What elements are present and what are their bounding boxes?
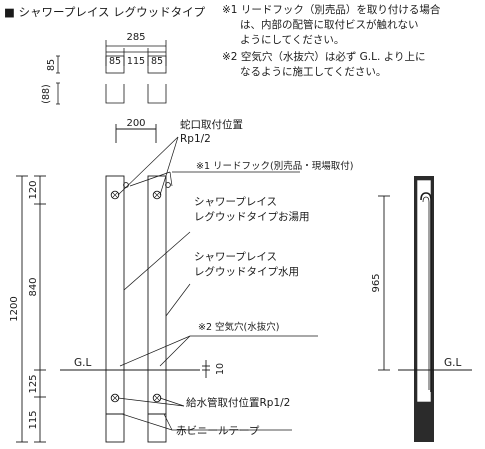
label-faucet-position: 蛇口取付位置 (180, 118, 243, 131)
dim-segment-ground: 125 (28, 374, 39, 393)
dim-total-height: 1200 (9, 296, 20, 321)
dim-segment-top: 120 (28, 180, 39, 199)
side-internal-pipe (420, 192, 432, 392)
faucet-hole-cold (152, 190, 162, 200)
lead-hook-cold (165, 182, 171, 188)
front-view (16, 124, 318, 443)
label-supply-pipe: 給水管取付位置Rp1/2 (186, 396, 290, 409)
dim-post-spacing: 200 (126, 118, 145, 129)
front-post-cold (147, 175, 167, 443)
label-ground-line-right: G.L (444, 357, 461, 369)
label-red-tape: 赤ビニールテープ (176, 425, 260, 437)
dim-side-height: 965 (371, 273, 382, 292)
note-1-line-3: ようにしてください。 (240, 34, 344, 46)
label-faucet-thread: Rp1/2 (180, 133, 211, 145)
dim-segment-middle: 840 (28, 277, 39, 296)
dim-depth: 85 (46, 59, 57, 71)
dim-air-hole-offset: 10 (215, 363, 226, 375)
dim-total-width: 285 (126, 32, 145, 43)
label-lead-hook: ※1 リードフック(別売品・現場取付) (196, 160, 353, 172)
label-cold-line-2: レグウッドタイプ水用 (194, 265, 299, 278)
plan-view (56, 40, 167, 105)
dim-width-middle: 115 (127, 56, 145, 67)
front-post-hot (105, 175, 125, 443)
note-1-line-2: は、内部の配管に取付ビスが触れない (240, 18, 419, 31)
dim-width-left: 85 (109, 56, 121, 67)
label-ground-line-left: G.L (74, 357, 91, 369)
dim-gap: (88) (41, 84, 52, 104)
plan-post-right (147, 55, 167, 74)
label-air-hole: ※2 空気穴(水抜穴) (198, 321, 279, 333)
faucet-hole-hot (110, 190, 120, 200)
note-1-line-1: ※1 リードフック（別売品）を取り付ける場合 (222, 3, 441, 16)
dim-segment-bottom: 115 (28, 410, 39, 429)
label-hot-line-1: シャワープレイス (194, 196, 277, 208)
note-2-line-1: ※2 空気穴（水抜穴）は必ず G.L. より上に (222, 50, 425, 63)
label-hot-line-2: レグウッドタイプお湯用 (194, 210, 310, 223)
dim-width-right: 85 (151, 56, 163, 67)
plan-post-left (105, 55, 125, 74)
label-cold-line-1: シャワープレイス (194, 251, 277, 263)
side-view (378, 176, 472, 442)
drawing-title: ■ シャワープレイス レグウッドタイプ (4, 5, 206, 19)
note-2-line-2: なるように施工してください。 (240, 65, 386, 78)
